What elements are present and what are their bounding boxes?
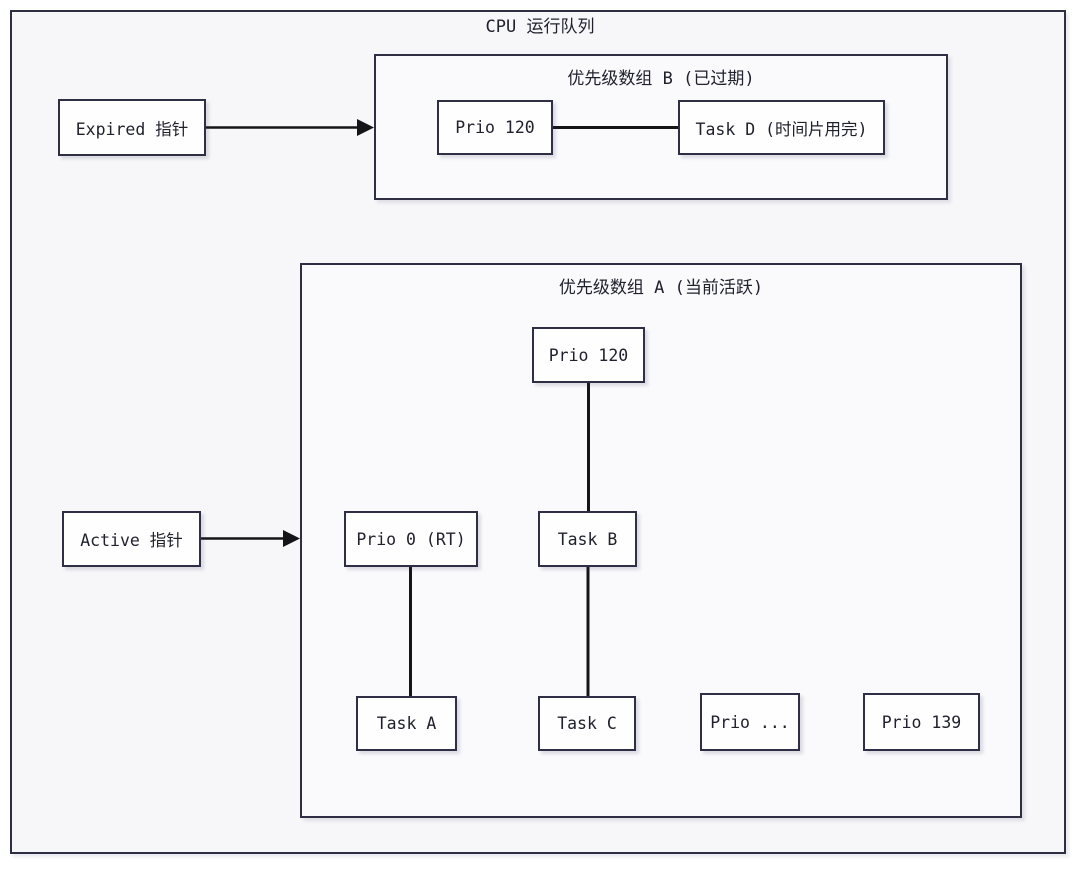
- diagram-title: CPU 运行队列: [485, 17, 595, 37]
- node-task-c-label: Task C: [557, 714, 617, 733]
- node-task-d-label: Task D (时间片用完): [695, 119, 868, 139]
- node-prio-120-a-label: Prio 120: [548, 345, 629, 365]
- node-task-b-label: Task B: [557, 529, 618, 549]
- node-expired-pointer-label: Expired 指针: [75, 119, 189, 139]
- priority-array-a-title: 优先级数组 A (当前活跃): [558, 278, 764, 298]
- node-prio-139: Prio 139: [863, 693, 980, 751]
- node-prio-ellipsis: Prio ...: [700, 693, 800, 751]
- node-prio-0-rt-label: Prio 0 (RT): [356, 529, 466, 549]
- node-task-a: Task A: [356, 696, 457, 751]
- priority-array-b-title: 优先级数组 B (已过期): [567, 69, 755, 89]
- node-prio-139-label: Prio 139: [881, 712, 962, 732]
- node-task-d: Task D (时间片用完): [678, 100, 885, 155]
- node-prio-0-rt: Prio 0 (RT): [344, 511, 478, 567]
- node-prio-120-a: Prio 120: [532, 327, 645, 383]
- node-active-pointer: Active 指针: [62, 511, 201, 567]
- node-expired-pointer: Expired 指针: [58, 99, 206, 156]
- node-prio-120-b: Prio 120: [437, 100, 553, 155]
- node-prio-ellipsis-label: Prio ...: [710, 712, 790, 732]
- node-task-b: Task B: [538, 511, 637, 567]
- node-prio-120-b-label: Prio 120: [455, 118, 535, 137]
- node-task-a-label: Task A: [376, 714, 437, 733]
- node-active-pointer-label: Active 指针: [80, 531, 183, 550]
- node-task-c: Task C: [538, 696, 636, 751]
